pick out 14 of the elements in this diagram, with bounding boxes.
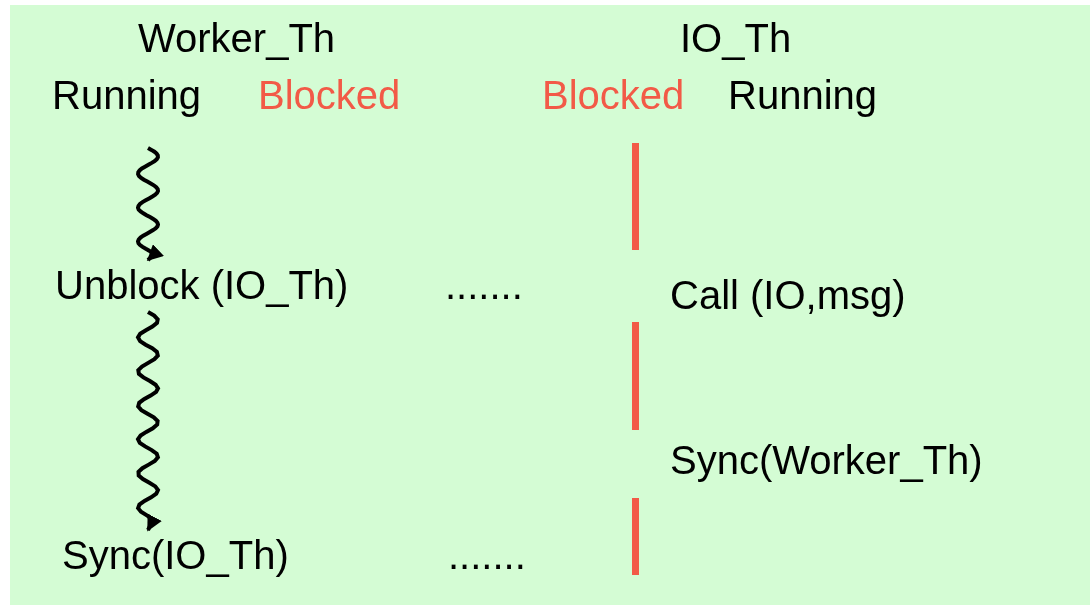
text-label: ....... [445,262,523,308]
text-label: ....... [448,532,526,578]
state-label: Blocked [542,72,685,118]
thread-title: IO_Th [680,15,792,61]
wavy-arrow [135,310,162,532]
text-label: Running [52,72,201,118]
thread-title: Worker_Th [138,15,336,61]
text-label: Running [728,72,877,118]
text-label: Call (IO,msg) [670,272,906,318]
text-label: Sync(Worker_Th) [670,437,983,483]
wavy-arrow [135,146,164,262]
state-label: Blocked [258,72,401,118]
function-call-text: Unblock (IO_Th) [55,262,349,308]
function-call-text: Sync(IO_Th) [62,532,289,578]
